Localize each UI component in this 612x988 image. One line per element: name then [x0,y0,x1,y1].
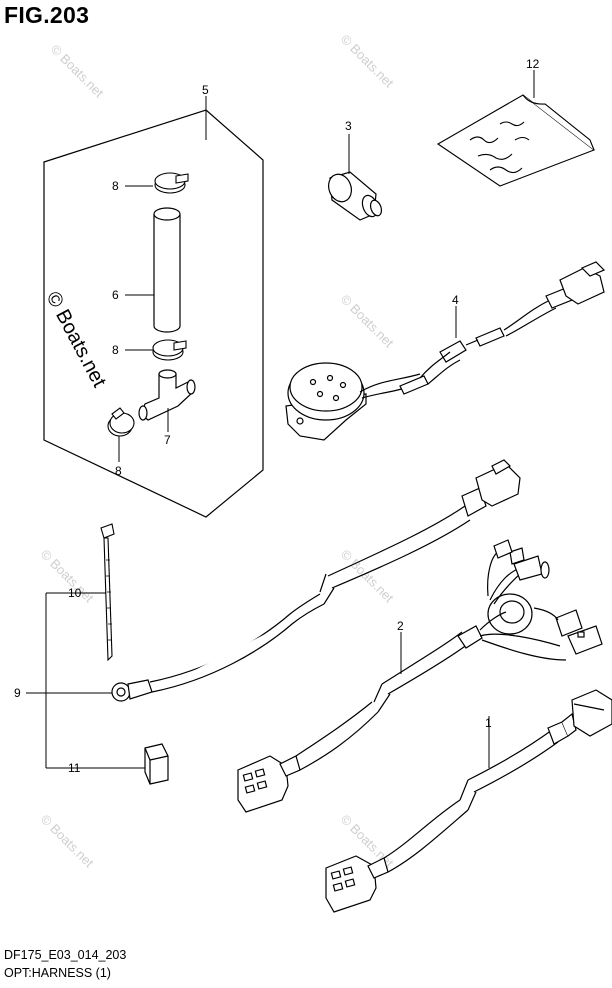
hose-clamp-bottom [107,407,135,437]
callout-6: 6 [112,288,119,302]
watermarks: © Boats.net © Boats.net © Boats.net © Bo… [38,32,397,871]
watermark-text-dark: © Boats.net [42,288,111,391]
callout-4: 4 [452,293,459,307]
callout-7: 7 [164,433,171,447]
harness-part-1 [325,689,612,913]
harness-part-2 [237,539,603,813]
callout-11: 11 [68,761,81,775]
callout-2: 2 [397,619,404,633]
callout-9: 9 [14,686,21,700]
cable-tie-part-10 [100,523,115,662]
diagram-caption: OPT:HARNESS (1) [4,966,111,980]
watermark-text: © Boats.net [338,547,397,606]
watermark-text: © Boats.net [38,812,97,871]
t-joint-part-7 [138,369,196,421]
diagram-code: DF175_E03_014_203 [4,948,127,962]
cable-part-9 [111,459,521,702]
assembly-5-outline [43,109,264,518]
callout-3: 3 [345,119,352,133]
watermark-text: © Boats.net [338,32,397,91]
bag-part-12 [436,94,596,187]
callout-1: 1 [485,716,492,730]
callout-12: 12 [526,57,540,71]
watermark-text: © Boats.net [338,292,397,351]
figure-title: FIG.203 [4,2,90,28]
hose-clamp-top [154,172,189,194]
callout-labels: 1 2 3 4 5 6 7 8 8 8 9 10 11 12 [14,57,540,775]
callout-8c: 8 [115,464,122,478]
callout-5: 5 [202,83,209,97]
callout-8a: 8 [112,179,119,193]
buzzer-part-4 [285,261,606,441]
plug-part-3 [328,171,383,221]
fuse-part-11 [144,743,169,785]
callout-bracket [26,592,145,769]
callout-8b: 8 [112,343,119,357]
watermark-text: © Boats.net [48,42,107,101]
callout-10: 10 [68,586,82,600]
hose-clamp-middle [152,339,187,361]
hose-part-6 [153,207,181,333]
